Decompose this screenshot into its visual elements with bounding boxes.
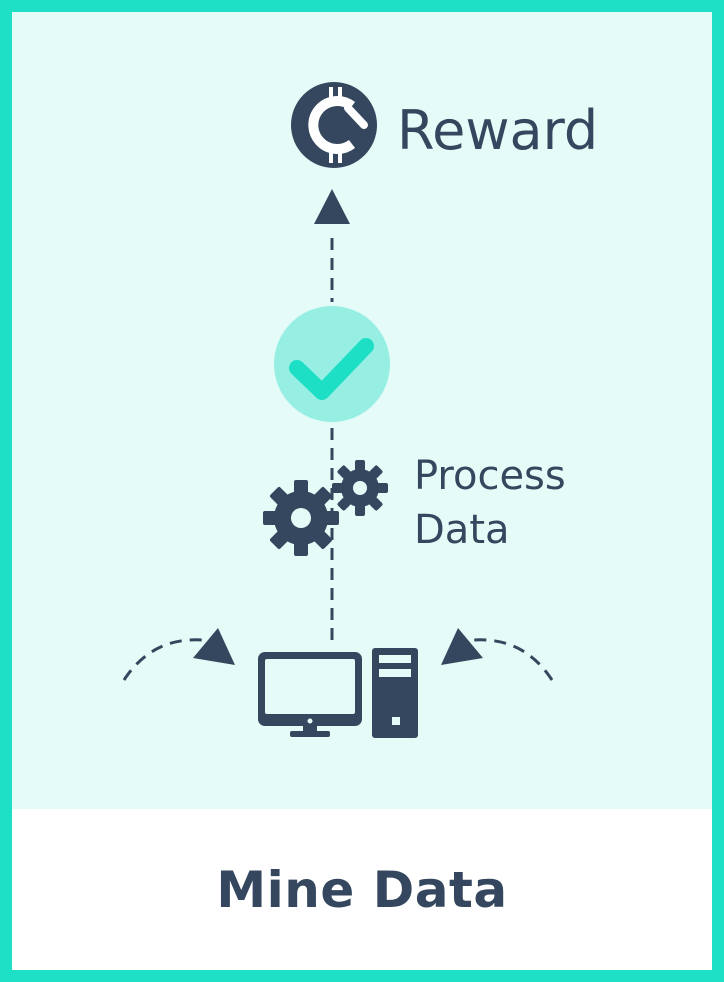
reward-label: Reward <box>397 99 599 162</box>
illustration-panel: Reward Process Data <box>12 12 712 809</box>
flow-diagram <box>122 82 554 738</box>
process-label-line1: Process <box>414 453 566 499</box>
checkmark-icon <box>274 306 390 422</box>
caption-title: Mine Data <box>216 860 508 919</box>
gears-icon <box>263 460 388 556</box>
caption-area: Mine Data <box>12 809 712 970</box>
process-label-line2: Data <box>414 507 510 553</box>
incoming-arrow-left <box>122 628 235 681</box>
process-data-label: Process Data <box>414 449 566 557</box>
arrow-up-icon <box>314 189 350 224</box>
desktop-computer-icon <box>258 648 418 738</box>
incoming-arrow-right <box>441 628 554 681</box>
coin-icon <box>291 82 377 168</box>
